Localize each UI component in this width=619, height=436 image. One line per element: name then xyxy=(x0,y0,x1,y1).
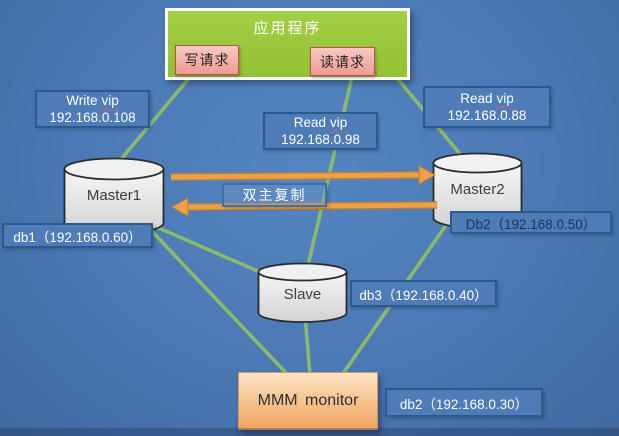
write-vip-text: Write xyxy=(66,93,98,108)
database-cylinder-icon xyxy=(63,157,165,235)
bottom-shade-band xyxy=(0,428,619,436)
read-vip-mid-ip: 192.168.0.98 xyxy=(281,132,360,147)
read-vip-mid-text: Read xyxy=(293,115,326,130)
db3-label-box: db3（192.168.0.40） xyxy=(350,280,497,307)
master2-label: Master2 xyxy=(450,181,505,199)
write-request-label: 写请求 xyxy=(184,52,230,68)
db2-master2-label-box: Db2（192.168.0.50） xyxy=(450,211,612,234)
read-request-box: 读请求 xyxy=(310,47,375,76)
arrow-master1-to-master2 xyxy=(170,165,437,185)
master1-label: Master1 xyxy=(86,186,142,204)
line-master1-slave xyxy=(143,220,264,275)
slave-node: Slave xyxy=(257,262,348,323)
vip-word: vip xyxy=(101,93,119,108)
vip-word: vip xyxy=(330,115,348,130)
db2-monitor-label-box: db2（192.168.0.30） xyxy=(385,388,543,417)
line-writereq-master1 xyxy=(110,75,192,172)
master1-node: Master1 xyxy=(63,157,165,235)
dual-master-replication-label: 双主复制 xyxy=(222,183,327,207)
mmm-monitor-label: MMM monitor xyxy=(257,392,359,409)
read-vip-right-text: Read xyxy=(460,91,493,106)
db1-label-box: db1（192.168.0.60） xyxy=(2,223,153,248)
line-slave-monitor xyxy=(303,313,312,377)
database-cylinder-icon xyxy=(257,262,348,323)
write-vip-ip: 192.168.0.108 xyxy=(49,110,136,125)
application-title: 应用程序 xyxy=(253,20,322,37)
slave-label: Slave xyxy=(283,286,322,304)
line-master1-monitor xyxy=(143,222,290,377)
read-request-label: 读请求 xyxy=(320,53,365,70)
read-vip-right-ip: 192.168.0.88 xyxy=(447,108,527,123)
vip-word: vip xyxy=(496,91,514,106)
write-request-box: 写请求 xyxy=(175,45,239,75)
mmm-monitor-box: MMM monitor xyxy=(238,372,378,430)
